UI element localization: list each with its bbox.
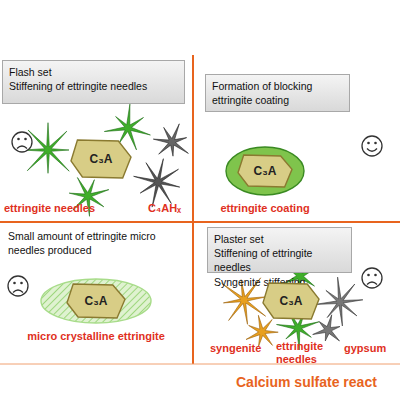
face-eye	[374, 142, 377, 145]
face-eye	[367, 274, 370, 277]
sad-face	[12, 132, 32, 152]
face-eye	[24, 138, 27, 141]
ettringite-ellipse: micro crystalline ettringiteC₃A	[40, 278, 152, 324]
hexagon-shape	[263, 283, 319, 319]
sad-face	[8, 276, 28, 296]
component-label: ettringite needles	[276, 340, 332, 365]
box-text: Flash set	[9, 65, 178, 79]
slide-title: Calcium sulfate react	[236, 374, 377, 390]
gypsum-crystals	[315, 277, 363, 326]
mineral-name: C₃A	[280, 294, 303, 308]
mineral-name: C₃A	[90, 152, 113, 166]
panel-divider	[0, 364, 400, 365]
shape-caption: ettringite coating	[220, 202, 309, 214]
ettringite-ellipse: ettringite coatingC₃A	[225, 146, 305, 196]
ellipse-shape	[41, 279, 151, 323]
box-text: Stiffening of ettringite needles	[214, 246, 345, 274]
face-outline	[8, 276, 28, 296]
shape-caption: micro crystalline ettringite	[27, 330, 165, 342]
face-eye	[17, 138, 20, 141]
box-text: Formation of blocking ettringite coating	[212, 79, 343, 107]
hexagon-shape	[71, 140, 131, 178]
box-text: Stiffening of ettringite needles	[9, 79, 178, 93]
face-mouth	[13, 290, 23, 293]
face-mouth	[17, 146, 27, 149]
panel-divider	[0, 221, 400, 223]
sad-face	[362, 268, 382, 288]
c3a-hexagon: C₃A	[237, 154, 293, 188]
component-label: syngenite	[210, 342, 270, 355]
hexagon-shape	[67, 284, 125, 318]
face-eye	[20, 282, 23, 285]
component-label: gypsum	[344, 342, 394, 355]
description-box: Formation of blocking ettringite coating	[205, 74, 350, 112]
description-box: Plaster setStiffening of ettringite need…	[207, 227, 352, 273]
face-mouth	[367, 282, 377, 285]
box-text: Plaster set	[214, 232, 345, 246]
happy-face	[362, 136, 382, 156]
mineral-name: C₃A	[85, 294, 108, 308]
gypsum-crystals	[313, 315, 340, 341]
hexagon-shape	[238, 155, 292, 187]
face-outline	[12, 132, 32, 152]
face-outline	[362, 136, 382, 156]
face-outline	[362, 268, 382, 288]
component-label: C₄AHₓ	[148, 202, 193, 215]
c4ahx-needles	[153, 124, 188, 156]
face-mouth	[367, 149, 377, 152]
c3a-hexagon: C₃A	[66, 283, 126, 319]
component-label: ettringite needles	[4, 202, 124, 215]
c3a-hexagon: C₃A	[70, 139, 132, 179]
c3a-hexagon: C₃A	[262, 282, 320, 320]
description-box: Flash setStiffening of ettringite needle…	[2, 60, 185, 104]
face-eye	[13, 282, 16, 285]
ellipse-shape	[226, 147, 304, 195]
mineral-name: C₃A	[254, 164, 277, 178]
panel-note: Small amount of ettringite micro needles…	[8, 230, 168, 257]
c4ahx-needles	[134, 159, 180, 207]
face-eye	[367, 142, 370, 145]
face-eye	[374, 274, 377, 277]
syngenite-needles	[246, 315, 278, 346]
panel-divider	[192, 55, 194, 364]
